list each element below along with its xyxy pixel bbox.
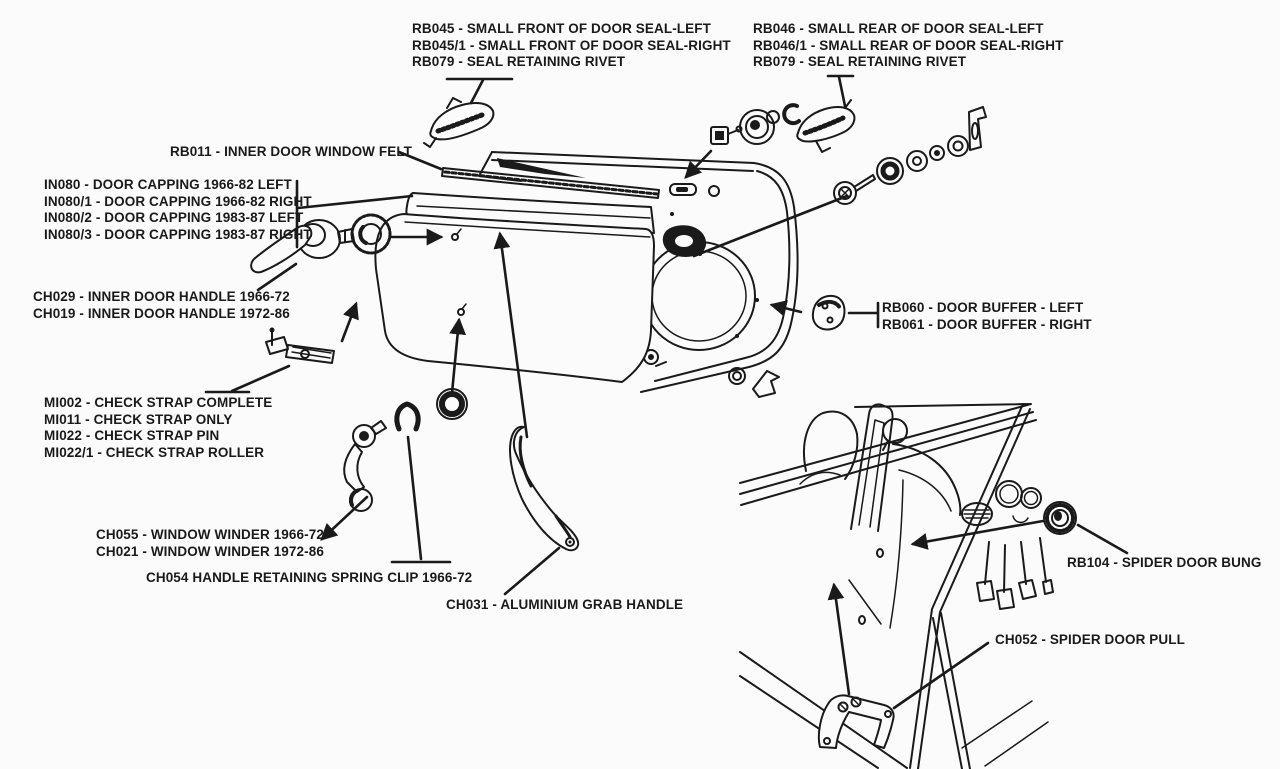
spider-pull-part [817,694,895,749]
label-line: RB045 - SMALL FRONT OF DOOR SEAL-LEFT [412,21,711,36]
label-ch031: CH031 - ALUMINIUM GRAB HANDLE [446,597,683,614]
spring-clip-part [394,401,421,432]
label-line: MI011 - CHECK STRAP ONLY [44,411,233,427]
label-line: MI022 - CHECK STRAP PIN [44,428,220,443]
seat-headrest-part [799,410,859,485]
check-strap-part [265,327,335,364]
label-line: RB079 - SEAL RETAINING RIVET [412,54,626,69]
c-clip-part [782,103,801,126]
nut-part [728,367,746,385]
label-rb046: RB046 - SMALL REAR OF DOOR SEAL-LEFT RB0… [753,21,1063,71]
label-line: IN080/3 - DOOR CAPPING 1983-87 RIGHT [44,226,312,242]
label-line: MI022/1 - CHECK STRAP ROLLER [44,444,265,460]
label-ch029: CH029 - INNER DOOR HANDLE 1966-72 CH019 … [33,289,290,322]
label-rb045: RB045 - SMALL FRONT OF DOOR SEAL-LEFT RB… [412,21,731,71]
label-in080: IN080 - DOOR CAPPING 1966-82 LEFT IN080/… [44,177,312,243]
label-rb011: RB011 - INNER DOOR WINDOW FELT [170,144,412,161]
label-ch052: CH052 - SPIDER DOOR PULL [995,632,1185,649]
label-line: CH054 HANDLE RETAINING SPRING CLIP 1966-… [146,570,473,585]
label-line: RB045/1 - SMALL FRONT OF DOOR SEAL-RIGHT [412,37,731,53]
label-ch055: CH055 - WINDOW WINDER 1966-72 CH021 - WI… [96,527,324,560]
label-line: IN080/2 - DOOR CAPPING 1983-87 LEFT [44,210,304,225]
leader-lines [204,74,1129,710]
pedals-part [976,537,1054,610]
label-ch054: CH054 HANDLE RETAINING SPRING CLIP 1966-… [146,570,472,587]
angle-bracket-part [752,370,780,398]
escutcheon-part [350,213,392,255]
alignment-pins [451,228,467,316]
retaining-clip-part [710,125,743,145]
hinge-bolt-washers-part [833,106,987,205]
label-line: MI002 - CHECK STRAP COMPLETE [44,395,273,410]
label-line: CH055 - WINDOW WINDER 1966-72 [96,527,324,542]
windscreen-frame-part [850,403,908,532]
label-line: RB079 - SEAL RETAINING RIVET [753,54,967,69]
trim-panel-part [374,213,655,383]
label-line: RB011 - INNER DOOR WINDOW FELT [170,144,413,159]
front-door-seal-part [423,97,495,148]
label-line: RB046 - SMALL REAR OF DOOR SEAL-LEFT [753,21,1044,36]
label-line: CH031 - ALUMINIUM GRAB HANDLE [446,597,684,612]
rear-door-seal-part [796,99,856,153]
grommet-part [739,109,780,145]
window-felt-part [441,167,660,199]
label-mi002: MI002 - CHECK STRAP COMPLETE MI011 - CHE… [44,395,272,461]
label-line: CH021 - WINDOW WINDER 1972-86 [96,543,324,559]
door-buffer-part [811,294,846,331]
window-winder-part [343,420,387,512]
label-rb060: RB060 - DOOR BUFFER - LEFT RB061 - DOOR … [882,300,1092,333]
label-line: RB060 - DOOR BUFFER - LEFT [882,300,1084,315]
label-line: RB046/1 - SMALL REAR OF DOOR SEAL-RIGHT [753,37,1064,53]
label-line: CH029 - INNER DOOR HANDLE 1966-72 [33,289,290,304]
label-line: IN080 - DOOR CAPPING 1966-82 LEFT [44,177,292,192]
dashboard-part [892,443,1042,526]
label-line: IN080/1 - DOOR CAPPING 1966-82 RIGHT [44,193,312,209]
label-line: CH052 - SPIDER DOOR PULL [995,632,1185,647]
label-line: CH019 - INNER DOOR HANDLE 1972-86 [33,305,290,321]
grab-handle-part [509,425,580,552]
label-rb104: RB104 - SPIDER DOOR BUNG [1067,555,1261,572]
spider-bung-part [1043,501,1077,535]
label-line: RB104 - SPIDER DOOR BUNG [1067,555,1262,570]
label-line: RB061 - DOOR BUFFER - RIGHT [882,316,1092,332]
